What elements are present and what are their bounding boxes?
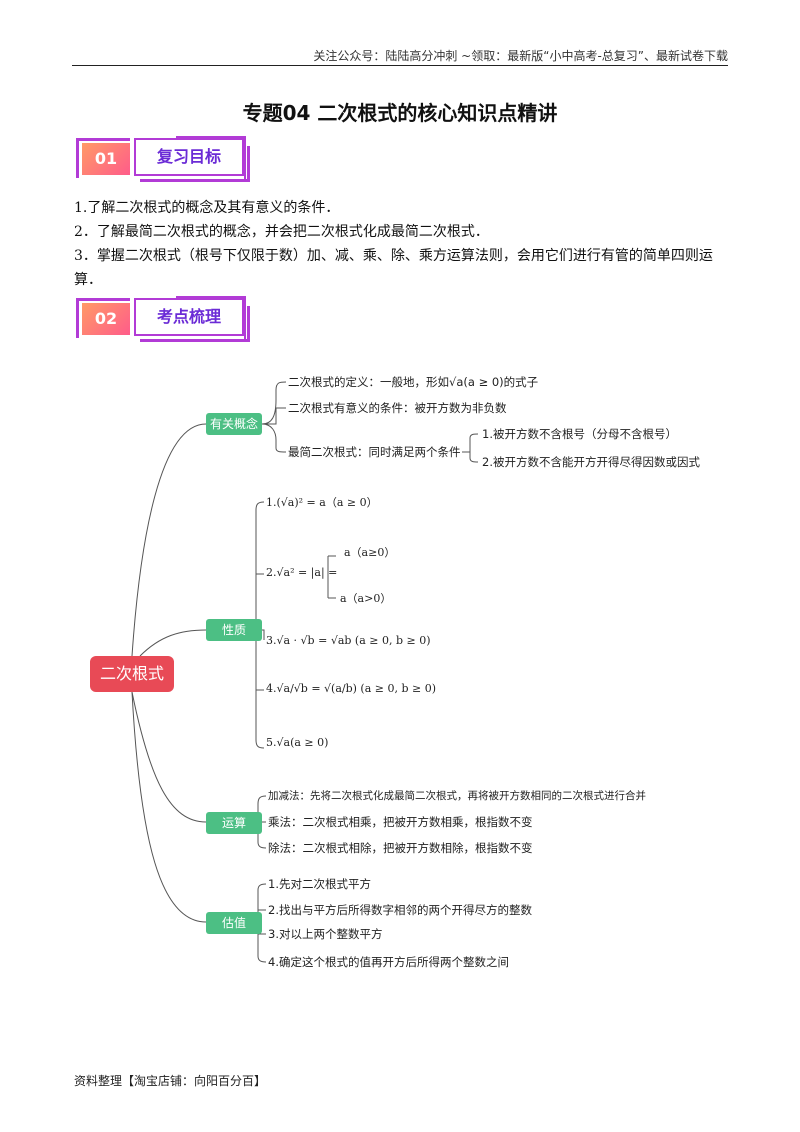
concept-meaningful-condition: 二次根式有意义的条件：被开方数为非负数	[288, 401, 507, 415]
goal-item: 1.了解二次根式的概念及其有意义的条件．	[74, 200, 340, 216]
badge-shadow	[140, 146, 250, 182]
mind-map-root: 二次根式	[90, 656, 174, 692]
branch-properties: 性质	[206, 619, 262, 641]
estimation-step: 2.找出与平方后所得数字相邻的两个开得尽方的整数	[268, 903, 532, 917]
section-label: 考点梳理	[134, 298, 244, 336]
review-goals: 1.了解二次根式的概念及其有意义的条件． 2．了解最简二次根式的概念，并会把二次…	[74, 196, 726, 292]
badge-number-frame	[76, 138, 130, 178]
badge-shadow	[140, 306, 250, 342]
property-formula: 4.√a/√b = √(a/b) (a ≥ 0, b ≥ 0)	[266, 682, 437, 695]
branch-operations: 运算	[206, 812, 262, 834]
branch-estimation: 估值	[206, 912, 262, 934]
simplest-condition-item: 1.被开方数不含根号（分母不含根号）	[482, 427, 677, 441]
goal-item: 2．了解最简二次根式的概念，并会把二次根式化成最简二次根式．	[74, 224, 489, 240]
branch-concepts: 有关概念	[206, 413, 262, 435]
page-header: 关注公众号：陆陆高分冲刺 ~领取：最新版“小中高考-总复习”、最新试卷下载	[72, 44, 728, 66]
property-formula: 1.(√a)² = a（a ≥ 0）	[266, 496, 378, 509]
estimation-step: 1.先对二次根式平方	[268, 877, 371, 891]
operation-item: 除法：二次根式相除，把被开方数相除，根指数不变	[268, 841, 533, 855]
goal-item: 3．掌握二次根式（根号下仅限于数）加、减、乘、除、乘方运算法则，会用它们进行有管…	[74, 248, 713, 288]
concept-simplest-radical: 最简二次根式：同时满足两个条件	[288, 445, 461, 459]
section-badge-01: 01 复习目标	[74, 134, 254, 186]
badge-frame-decoration	[176, 136, 246, 180]
mind-map-connectors	[131, 381, 479, 963]
property-formula: 2.√a² = |a| =	[266, 566, 338, 579]
section-label: 复习目标	[134, 138, 244, 176]
section-number: 02	[82, 303, 130, 335]
property-case: a（a>0）	[340, 592, 392, 605]
concept-definition: 二次根式的定义：一般地，形如√a(a ≥ 0)的式子	[288, 375, 539, 389]
property-case: a（a≥0）	[344, 546, 396, 559]
page-footer: 资料整理【淘宝店铺：向阳百分百】	[74, 1074, 267, 1088]
section-number: 01	[82, 143, 130, 175]
property-formula: 5.√a(a ≥ 0)	[266, 736, 329, 749]
estimation-step: 3.对以上两个整数平方	[268, 927, 383, 941]
badge-number-frame	[76, 298, 130, 338]
mind-map: 二次根式 有关概念 二次根式的定义：一般地，形如√a(a ≥ 0)的式子 二次根…	[0, 360, 800, 980]
header-text: 关注公众号：陆陆高分冲刺 ~领取：最新版“小中高考-总复习”、最新试卷下载	[313, 49, 728, 63]
document-title: 专题04 二次根式的核心知识点精讲	[242, 101, 558, 125]
simplest-condition-item: 2.被开方数不含能开方开得尽得因数或因式	[482, 455, 700, 469]
section-badge-02: 02 考点梳理	[74, 294, 254, 346]
operation-item: 乘法：二次根式相乘，把被开方数相乘，根指数不变	[268, 815, 533, 829]
operation-item: 加减法：先将二次根式化成最简二次根式，再将被开方数相同的二次根式进行合并	[268, 790, 646, 802]
estimation-step: 4.确定这个根式的值再开方后所得两个整数之间	[268, 955, 509, 969]
badge-frame-decoration	[176, 296, 246, 340]
property-formula: 3.√a · √b = √ab (a ≥ 0, b ≥ 0)	[266, 634, 431, 647]
